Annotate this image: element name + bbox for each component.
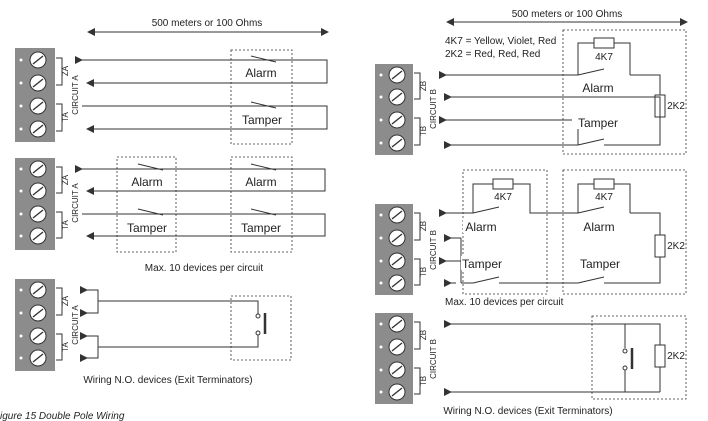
tamper-label: Tamper (242, 113, 282, 127)
left-diagram-2: ZA TA CIRCUIT A Alarm Alarm Tamper Tampe… (15, 156, 326, 274)
right-diagram-3: ZB TB CIRCUIT B 2K2 Wiring N.O. devices … (375, 313, 687, 417)
right-diagram-1: 500 meters or 100 Ohms 4K7 = Yellow, Vio… (375, 9, 688, 155)
left-diagram-1: 500 meters or 100 Ohms ZA TA CIRCUIT A A… (15, 18, 329, 145)
max-devices-note: Max. 10 devices per circuit (445, 297, 564, 308)
wiring-no-note: Wiring N.O. devices (Exit Terminators) (443, 406, 612, 417)
circuit-b-label: CIRCUIT B (429, 339, 438, 379)
resistor-4k7-label: 4K7 (494, 192, 512, 203)
ta-label: TA (61, 220, 70, 230)
device-box (116, 156, 177, 253)
resistor-4k7-label: 4K7 (595, 52, 613, 63)
right-diagram-2: ZB TB CIRCUIT B 4K7 4K7 2K2 Alarm Alarm (375, 169, 687, 308)
zb-label: ZB (419, 221, 428, 231)
resistor-2k2-label: 2K2 (667, 101, 685, 112)
figure-caption: igure 15 Double Pole Wiring (0, 411, 125, 421)
tb-label: TB (419, 376, 428, 386)
left-diagram-3: ZA TA CIRCUIT A Wiring N.O. devices (Exi… (15, 279, 292, 386)
alarm-label: Alarm (245, 66, 276, 80)
device-box (230, 156, 293, 253)
resistor-2k2-label: 2K2 (667, 241, 685, 252)
resistor-2k2-label: 2K2 (667, 351, 685, 362)
za-label: ZA (61, 174, 70, 185)
circuit-b-label: CIRCUIT B (429, 230, 438, 270)
tb-label: TB (419, 126, 428, 136)
device-box (562, 169, 687, 295)
zb-label: ZB (419, 330, 428, 340)
resistor-4k7 (593, 37, 615, 49)
za-label: ZA (61, 65, 70, 76)
distance-label: 500 meters or 100 Ohms (152, 18, 263, 29)
color-code-4k7: 4K7 = Yellow, Violet, Red (445, 36, 556, 47)
zb-label: ZB (419, 81, 428, 91)
circuit-b-label: CIRCUIT B (429, 89, 438, 129)
device-box (562, 29, 687, 155)
alarm-label: Alarm (465, 220, 496, 234)
circuit-a-label: CIRCUIT A (71, 305, 80, 345)
circuit-a-label: CIRCUIT A (71, 75, 80, 115)
ta-label: TA (61, 112, 70, 122)
alarm-label: Alarm (583, 220, 614, 234)
color-code-2k2: 2K2 = Red, Red, Red (445, 49, 540, 60)
resistor-4k7-label: 4K7 (595, 192, 613, 203)
device-box (230, 295, 292, 361)
device-box (230, 49, 293, 145)
circuit-a-label: CIRCUIT A (71, 183, 80, 223)
tamper-label: Tamper (578, 116, 618, 130)
alarm-label: Alarm (245, 175, 276, 189)
max-devices-note: Max. 10 devices per circuit (145, 263, 264, 274)
za-label: ZA (61, 295, 70, 306)
tamper-label: Tamper (241, 221, 281, 235)
tamper-label: Tamper (462, 257, 502, 271)
tamper-label: Tamper (580, 257, 620, 271)
wiring-no-note: Wiring N.O. devices (Exit Terminators) (83, 375, 252, 386)
ta-label: TA (61, 342, 70, 352)
alarm-label: Alarm (582, 81, 613, 95)
alarm-label: Alarm (131, 175, 162, 189)
tamper-label: Tamper (127, 221, 167, 235)
tb-label: TB (419, 267, 428, 277)
distance-label: 500 meters or 100 Ohms (512, 9, 623, 20)
device-box (591, 315, 687, 400)
